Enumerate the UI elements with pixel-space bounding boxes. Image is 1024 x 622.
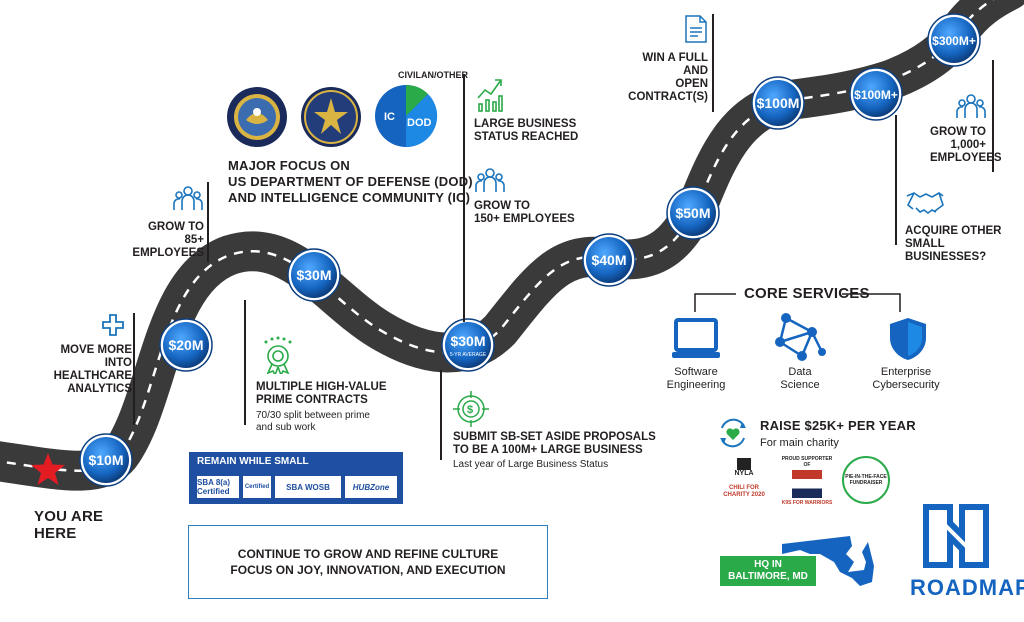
charity-title: RAISE $25K+ PER YEAR	[760, 418, 916, 433]
award-ribbon-icon	[264, 336, 292, 374]
civilian-label: CIVILAN/OTHER	[398, 70, 469, 80]
sba-wosb-cert-logo: SBA WOSB	[275, 476, 341, 498]
growth-chart-icon	[477, 79, 503, 112]
you-are-here-label: YOU ARE HERE	[34, 508, 104, 542]
milestone-5-bubble: $40M	[582, 233, 636, 287]
milestone-9-bubble: $300M+	[927, 13, 981, 67]
milestone-value: $100M	[757, 95, 800, 111]
milestone-sub: 5-YR AVERAGE	[450, 352, 487, 358]
laptop-icon	[672, 318, 720, 358]
grow-150-label: GROW TO 150+ EMPLOYEES	[474, 200, 575, 225]
healthcare-line	[133, 313, 135, 425]
milestone-2-bubble: $20M	[159, 318, 213, 372]
sba-8a-cert-logo: SBA 8(a) Certified	[197, 476, 239, 498]
dod-focus-label: MAJOR FOCUS ON US DEPARTMENT OF DEFENSE …	[228, 158, 473, 205]
core-services-title: CORE SERVICES	[744, 285, 870, 302]
sb-set-aside-line	[440, 370, 442, 460]
people-icon	[956, 94, 986, 118]
milestone-value: $20M	[168, 337, 203, 353]
full-contract-line	[712, 14, 714, 112]
grow-85-label: GROW TO 85+ EMPLOYEES	[132, 221, 204, 259]
dod-seal-icon	[227, 87, 287, 147]
hubzone-cert-logo: HUBZone	[345, 476, 397, 498]
remain-small-title: REMAIN WHILE SMALL	[197, 456, 309, 467]
people-icon	[475, 168, 505, 192]
pie-ic-label: IC	[384, 111, 395, 123]
milestone-6-bubble: $50M	[666, 186, 720, 240]
dod-ic-pie-chart: IC DOD	[375, 84, 438, 148]
certified-badge-logo: Certified	[243, 476, 271, 498]
pie-dod-label: DOD	[407, 117, 432, 129]
milestone-4-bubble: $30M 5-YR AVERAGE	[441, 318, 495, 372]
grow-1000-line	[992, 60, 994, 172]
remain-small-box: REMAIN WHILE SMALL SBA 8(a) Certified Ce…	[189, 452, 403, 504]
acquire-line	[895, 115, 897, 245]
handshake-icon	[906, 192, 944, 214]
milestone-value: $40M	[591, 252, 626, 268]
sb-set-aside-sub: Last year of Large Business Status	[453, 459, 609, 470]
hq-badge: HQ IN BALTIMORE, MD	[720, 556, 816, 586]
culture-line-1: CONTINUE TO GROW AND REFINE CULTURE	[237, 547, 499, 561]
milestone-1-bubble: $10M	[79, 433, 133, 487]
prime-contracts-label: MULTIPLE HIGH-VALUE PRIME CONTRACTS	[256, 381, 387, 406]
milestone-value: $30M	[450, 333, 485, 349]
culture-line-2: FOCUS ON JOY, INNOVATION, AND EXECUTION	[230, 563, 506, 577]
company-logo-icon	[923, 504, 989, 568]
milestone-value: $100M+	[854, 88, 898, 102]
large-business-label: LARGE BUSINESS STATUS REACHED	[474, 118, 579, 143]
healthcare-label: MOVE MORE INTO HEALTHCARE ANALYTICS	[53, 344, 132, 395]
plus-icon	[102, 314, 124, 336]
ic-seal-icon	[301, 87, 361, 147]
full-contract-label: WIN A FULL AND OPEN CONTRACT(S)	[628, 52, 708, 103]
prime-contracts-line	[244, 300, 246, 425]
charity-heart-icon	[720, 418, 746, 448]
milestone-value: $50M	[675, 205, 710, 221]
milestone-value: $10M	[88, 452, 123, 468]
roadmap-title: ROADMAP	[910, 575, 1024, 600]
k9s-warriors-logo: PROUD SUPPORTER OF K9S FOR WARRIORS	[781, 456, 833, 506]
shield-icon	[890, 318, 926, 360]
acquire-label: ACQUIRE OTHER SMALL BUSINESSES?	[905, 225, 1002, 263]
grow-1000-label: GROW TO 1,000+ EMPLOYEES	[930, 126, 1002, 164]
svg-text:$: $	[467, 404, 473, 416]
service-data-science: Data Science	[780, 366, 820, 391]
service-cybersecurity: Enterprise Cybersecurity	[872, 366, 940, 391]
maryland-map-icon	[782, 536, 874, 586]
large-business-line	[463, 74, 465, 322]
document-icon	[685, 15, 707, 43]
core-services-bracket	[694, 293, 901, 312]
prime-split-label: 70/30 split between prime and sub work	[256, 410, 370, 433]
milestone-value: $30M	[296, 267, 331, 283]
sb-set-aside-label: SUBMIT SB-SET ASIDE PROPOSALS TO BE A 10…	[453, 431, 656, 456]
charity-sub: For main charity	[760, 437, 839, 449]
grow-85-line	[207, 182, 209, 262]
nyla-logo: NYLA CHILI FOR CHARITY 2020	[716, 458, 772, 499]
milestone-value: $300M+	[932, 34, 976, 48]
pie-fundraiser-logo: PIE-IN-THE-FACE FUNDRAISER	[842, 456, 890, 504]
milestone-7-bubble: $100M	[751, 76, 805, 130]
target-dollar-icon: $	[453, 391, 489, 427]
culture-box: CONTINUE TO GROW AND REFINE CULTURE FOCU…	[188, 525, 548, 599]
people-icon	[173, 186, 203, 210]
service-software: Software Engineering	[666, 366, 726, 391]
milestone-3-bubble: $30M	[287, 248, 341, 302]
network-icon	[775, 313, 826, 361]
you-are-here-star-icon	[31, 453, 65, 485]
milestone-8-bubble: $100M+	[849, 67, 903, 121]
